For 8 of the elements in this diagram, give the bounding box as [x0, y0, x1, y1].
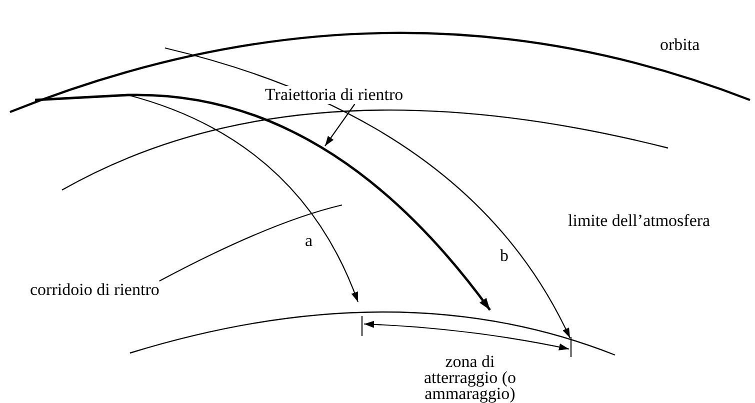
leader-line	[159, 204, 342, 282]
landing-zone-label: zona di atterraggio (o ammaraggio)	[422, 354, 518, 402]
orbit-label: orbita	[660, 36, 700, 54]
trajectory-letter: b	[500, 247, 508, 265]
atmosphere-label: limite dell’atmosfera	[568, 212, 710, 230]
leader-line	[324, 104, 356, 146]
trajectory-label: Traiettoria di rientro	[265, 86, 404, 104]
trajectory-letter: a	[305, 232, 313, 250]
